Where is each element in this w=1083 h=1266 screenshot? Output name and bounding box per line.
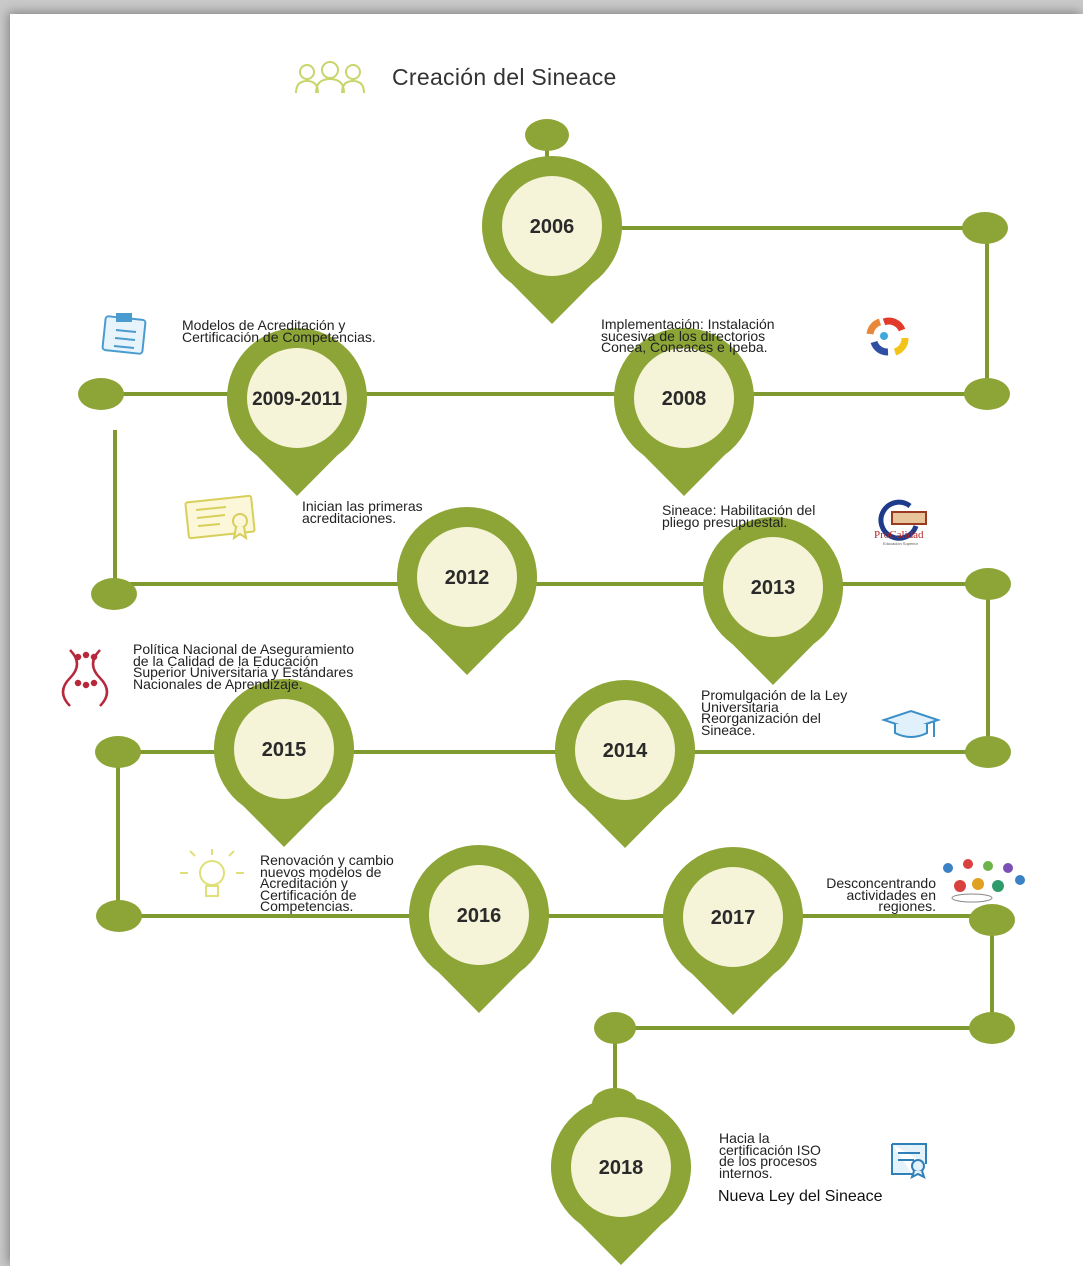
pin-center <box>417 527 517 627</box>
junction-dot <box>962 212 1008 244</box>
year-label: 2018 <box>599 1157 644 1179</box>
junction-dot <box>969 904 1015 936</box>
pin-center <box>247 348 347 448</box>
event-text-2009-2011: Modelos de Acreditación y Certificación … <box>182 317 376 345</box>
event-text-2017: Desconcentrando actividades en regiones. <box>826 875 936 915</box>
event-subtext-2018: Nueva Ley del Sineace <box>718 1188 883 1205</box>
pin-2008: 2008 <box>614 328 754 496</box>
pin-center <box>234 699 334 799</box>
event-text-2013: Sineace: Habilitación del pliego presupu… <box>662 502 816 530</box>
pin-2017: 2017 <box>663 847 803 1015</box>
year-label: 2009-2011 <box>252 389 342 410</box>
junction-dot <box>965 736 1011 768</box>
year-label: 2017 <box>711 907 756 929</box>
event-text-2018: Hacia la certificación ISO de los proces… <box>719 1130 821 1181</box>
pin-center <box>571 1117 671 1217</box>
year-label: 2015 <box>262 739 307 761</box>
procalidad-tag: Educación Superior <box>883 541 919 546</box>
pin-center <box>502 176 602 276</box>
junction-dot <box>96 900 142 932</box>
pin-2012: 2012 <box>397 507 537 675</box>
junction-dot <box>969 1012 1015 1044</box>
pin-2015: 2015 <box>213 678 354 847</box>
event-text-2012: Inician las primeras acreditaciones. <box>302 498 423 526</box>
junction-dot <box>525 119 569 151</box>
pin-2006: 2006 <box>482 156 622 324</box>
clipboard-checklist-icon <box>101 313 147 355</box>
pin-2013: 2013 <box>703 517 843 685</box>
junction-dot <box>594 1012 636 1044</box>
people-group-icon <box>295 61 365 94</box>
procalidad-name: ProCalidad <box>874 529 924 541</box>
network-people-icon <box>61 649 109 707</box>
year-label: 2012 <box>445 567 490 589</box>
year-label: 2006 <box>530 216 575 238</box>
pin-center <box>723 537 823 637</box>
junction-dot <box>965 568 1011 600</box>
junction-dot <box>95 736 141 768</box>
pin-center <box>683 867 783 967</box>
year-label: 2016 <box>457 905 502 927</box>
event-text-2016: Renovación y cambio nuevos modelos de Ac… <box>260 852 394 915</box>
timeline-markers: 2006 2008 2009-2011 2012 2013 2014 2015 2016 201… <box>213 156 843 1265</box>
regional-people-icon <box>943 859 1025 903</box>
pin-center <box>575 700 675 800</box>
year-label: 2014 <box>603 740 648 762</box>
junction-dot <box>964 378 1010 410</box>
pin-2016: 2016 <box>409 845 549 1013</box>
iso-certificate-icon <box>891 1143 927 1179</box>
pin-center <box>429 865 529 965</box>
pin-2014: 2014 <box>555 680 695 848</box>
event-text-2015: Política Nacional de Aseguramiento de la… <box>133 641 355 692</box>
lightbulb-icon <box>180 849 244 897</box>
pin-center <box>634 348 734 448</box>
junction-dot <box>91 578 137 610</box>
junction-dot <box>78 378 124 410</box>
event-text-2008: Implementación: Instalación sucesiva de … <box>601 316 775 356</box>
graduation-cap-icon <box>880 709 942 738</box>
pin-2009-2011: 2009-2011 <box>227 328 367 496</box>
pin-2018: 2018 <box>551 1096 691 1265</box>
year-label: 2008 <box>662 388 707 410</box>
procalidad-logo-icon: ProCalidad Educación Superior <box>874 499 927 546</box>
year-label: 2013 <box>751 577 796 599</box>
colorful-circle-logo-icon <box>866 317 909 356</box>
certificate-icon <box>184 494 256 541</box>
page-title: Creación del Sineace <box>392 64 617 90</box>
event-text-2014: Promulgación de la Ley Universitaria Reo… <box>701 687 848 738</box>
